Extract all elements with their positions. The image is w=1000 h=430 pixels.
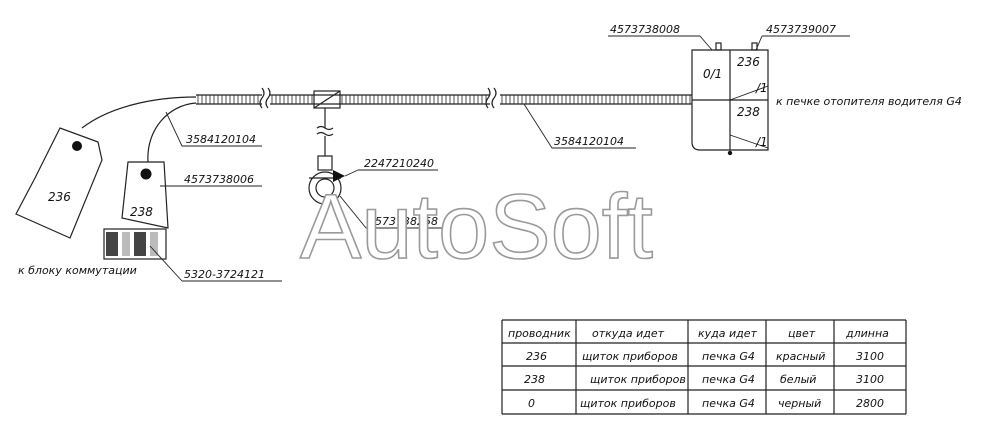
table-cell: 2800: [856, 397, 884, 410]
cell-slash-1-top: /1: [755, 81, 768, 95]
wire-table: проводник откуда идет куда идет цвет дли…: [501, 319, 907, 415]
harness-tube: [196, 87, 692, 109]
label-4573738008: 4573738008: [610, 23, 680, 36]
label-to-switch-unit: к блоку коммутации: [18, 264, 137, 277]
label-4573739007: 4573739007: [766, 23, 836, 36]
plug-pin-dot: [140, 168, 152, 180]
table-cell: щиток приборов: [582, 350, 678, 363]
heater-connector: 0/1 236 238 /1 /1: [608, 35, 850, 156]
table-cell: красный: [776, 350, 825, 363]
plug-236: 236: [15, 127, 103, 239]
table-header: цвет: [788, 327, 816, 340]
label-5320-3724121: 5320-3724121: [184, 268, 265, 281]
table-cell: 238: [524, 373, 545, 386]
table-cell: белый: [780, 373, 816, 386]
table-cell: печка G4: [702, 397, 755, 410]
plug-238-label: 238: [130, 205, 153, 219]
table-header: куда идет: [698, 327, 758, 340]
table-cell: щиток приборов: [590, 373, 686, 386]
cell-0-1: 0/1: [703, 67, 722, 81]
plug-236-label: 236: [48, 190, 71, 204]
cell-236: 236: [737, 55, 760, 69]
splice-block: [313, 90, 341, 109]
cell-slash-1-bottom: /1: [755, 135, 768, 149]
table-cell: 3100: [856, 373, 884, 386]
ground-branch: [308, 108, 446, 229]
label-3584120104-right: 3584120104: [554, 135, 624, 148]
table-header: откуда идет: [592, 327, 665, 340]
table-header: длинна: [845, 327, 889, 340]
cell-238: 238: [737, 105, 760, 119]
label-4573738258: 4573738258: [368, 215, 438, 228]
table-cell: 3100: [856, 350, 884, 363]
plug-pin-dot: [72, 141, 82, 151]
table-cell: черный: [778, 397, 821, 410]
wire-left: [81, 96, 197, 129]
label-to-heater: к печке отопителя водителя G4: [776, 95, 962, 108]
table-header: проводник: [508, 327, 571, 340]
label-2247210240: 2247210240: [364, 157, 434, 170]
label-4573738006: 4573738006: [184, 173, 254, 186]
watermark: AutoSoft: [300, 176, 653, 278]
table-cell: печка G4: [702, 373, 755, 386]
table-cell: 0: [528, 397, 535, 410]
connector-5320-body: [103, 228, 167, 260]
plug-238: 238: [103, 161, 169, 260]
table-cell: щиток приборов: [580, 397, 676, 410]
table-cell: печка G4: [702, 350, 755, 363]
label-3584120104-left: 3584120104: [186, 133, 256, 146]
table-cell: 236: [526, 350, 547, 363]
wire-middle: [147, 102, 197, 163]
